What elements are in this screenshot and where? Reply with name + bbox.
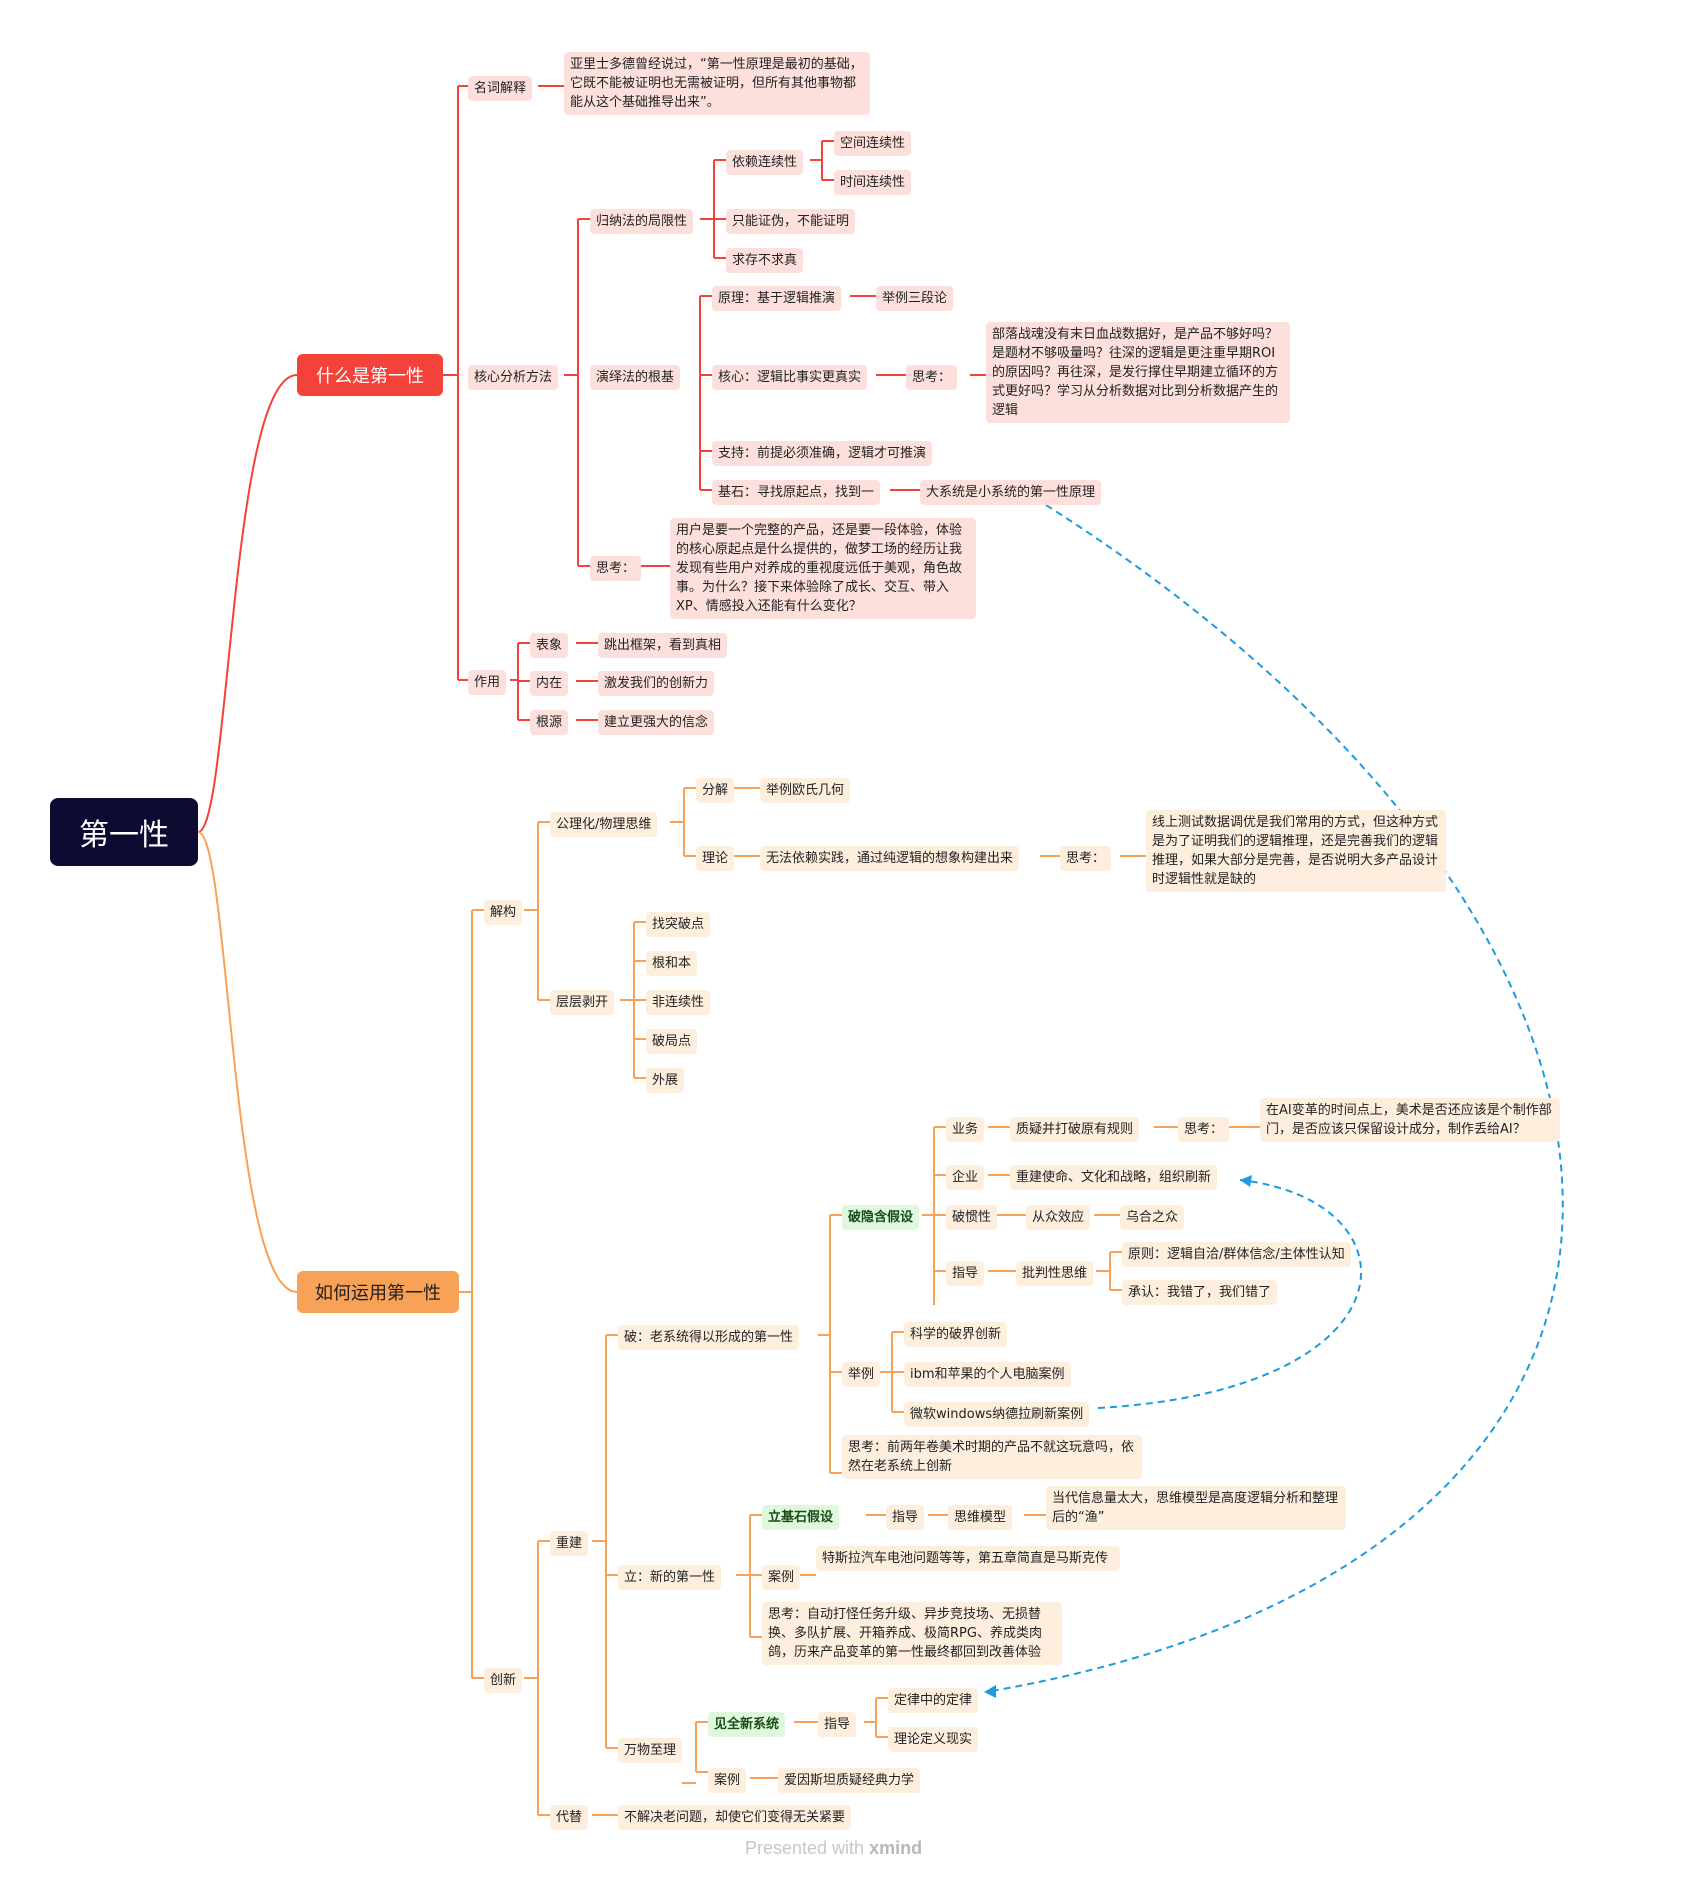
node-sikao-b[interactable]: 思考： [590, 556, 642, 581]
node-zhiyi[interactable]: 质疑并打破原有规则 [1010, 1117, 1140, 1142]
node-hexin-luoji[interactable]: 核心：逻辑比事实更真实 [712, 365, 868, 390]
node-sikao-c[interactable]: 思考： [1060, 846, 1112, 871]
node-wanwu[interactable]: 万物至理 [618, 1738, 683, 1763]
node-weiruan[interactable]: 微软windows纳德拉刷新案例 [904, 1402, 1090, 1427]
branch-how-to-use-first-principle[interactable]: 如何运用第一性 [297, 1271, 459, 1313]
node-layer-item[interactable]: 外展 [646, 1068, 685, 1093]
node-layer-item[interactable]: 找突破点 [646, 912, 711, 937]
node-pipan[interactable]: 批判性思维 [1016, 1261, 1094, 1286]
node-oushi[interactable]: 举例欧氏几何 [760, 778, 851, 803]
node-zhineng[interactable]: 只能证伪，不能证明 [726, 209, 856, 234]
node-zhichi[interactable]: 支持：前提必须准确，逻辑才可推演 [712, 441, 933, 466]
node-mingci[interactable]: 名词解释 [468, 76, 533, 101]
node-guina[interactable]: 归纳法的局限性 [590, 209, 694, 234]
node-layer-item[interactable]: 非连续性 [646, 990, 711, 1015]
node-daxitong[interactable]: 大系统是小系统的第一性原理 [920, 480, 1102, 505]
node-zhidao-b[interactable]: 指导 [886, 1505, 925, 1530]
node-sikao-f[interactable]: 思考：自动打怪任务升级、异步竞技场、无损替换、多队扩展、开箱养成、极简RPG、养… [762, 1602, 1062, 1665]
node-chengren[interactable]: 承认：我错了，我们错了 [1122, 1280, 1278, 1305]
node-anli-b[interactable]: 案例 [708, 1768, 747, 1793]
node-lijishi[interactable]: 立基石假设 [762, 1505, 840, 1530]
node-layer-item[interactable]: 根和本 [646, 951, 698, 976]
footer-presented-with: Presented with xmind [745, 1838, 922, 1859]
node-chongjian[interactable]: 重建 [550, 1531, 589, 1556]
node-fenjie[interactable]: 分解 [696, 778, 735, 803]
node-biaoxiang[interactable]: 表象 [530, 633, 569, 658]
node-tesila[interactable]: 特斯拉汽车电池问题等等，第五章简直是马斯克传 [816, 1546, 1120, 1571]
node-sikao-e[interactable]: 思考：前两年卷美术时期的产品不就这玩意吗，依然在老系统上创新 [842, 1435, 1142, 1479]
node-jiegou[interactable]: 解构 [484, 900, 523, 925]
node-congzhong[interactable]: 从众效应 [1026, 1205, 1091, 1230]
node-shijian[interactable]: 时间连续性 [834, 170, 912, 195]
node-po[interactable]: 破：老系统得以形成的第一性 [618, 1325, 800, 1350]
node-cengceng[interactable]: 层层剥开 [550, 990, 615, 1015]
node-juli[interactable]: 举例 [842, 1362, 881, 1387]
node-zuoyong[interactable]: 作用 [468, 670, 507, 695]
node-jianquan[interactable]: 见全新系统 [708, 1712, 786, 1737]
node-jianli[interactable]: 建立更强大的信念 [598, 710, 715, 735]
node-sikao-d[interactable]: 思考： [1178, 1117, 1230, 1142]
node-dinglv[interactable]: 定律中的定律 [888, 1688, 979, 1713]
node-lilun[interactable]: 理论 [696, 846, 735, 871]
node-qiye[interactable]: 企业 [946, 1165, 985, 1190]
node-yilai[interactable]: 依赖连续性 [726, 150, 804, 175]
link-root-b1 [197, 374, 298, 833]
node-zhidao-a[interactable]: 指导 [946, 1261, 985, 1286]
branch-what-is-first-principle[interactable]: 什么是第一性 [297, 354, 443, 396]
dashed-link-daxitong-to-dinglv [985, 504, 1564, 1693]
node-sikao-b-text[interactable]: 用户是要一个完整的产品，还是要一段体验，体验的核心原起点是什么提供的，做梦工场的… [670, 518, 976, 619]
node-kexue[interactable]: 科学的破界创新 [904, 1322, 1008, 1347]
xmind-logo: xmind [869, 1838, 923, 1858]
root-node[interactable]: 第一性 [50, 798, 198, 866]
node-chongjian-sm[interactable]: 重建使命、文化和战略，组织刷新 [1010, 1165, 1218, 1190]
node-tiaochu[interactable]: 跳出框架，看到真相 [598, 633, 728, 658]
node-sikao-a-text[interactable]: 部落战魂没有末日血战数据好，是产品不够好吗？是题材不够吸量吗？往深的逻辑是更注重… [986, 322, 1290, 423]
node-genyuan[interactable]: 根源 [530, 710, 569, 735]
node-anli-a[interactable]: 案例 [762, 1565, 801, 1590]
node-poyin[interactable]: 破隐含假设 [842, 1205, 920, 1230]
node-sikao-d-text[interactable]: 在AI变革的时间点上，美术是否还应该是个制作部门，是否应该只保留设计成分，制作丢… [1260, 1098, 1560, 1142]
node-chuangxin[interactable]: 创新 [484, 1668, 523, 1693]
node-yuanze[interactable]: 原则：逻辑自洽/群体信念/主体性认知 [1122, 1242, 1351, 1267]
node-ibm[interactable]: ibm和苹果的个人电脑案例 [904, 1362, 1071, 1387]
node-siwei[interactable]: 思维模型 [948, 1505, 1013, 1530]
node-sikao-c-text[interactable]: 线上测试数据调优是我们常用的方式，但这种方式是为了证明我们的逻辑推理，还是完善我… [1146, 810, 1446, 892]
node-siwei-text[interactable]: 当代信息量太大，思维模型是高度逻辑分析和整理后的“渔” [1046, 1486, 1346, 1530]
node-poguan[interactable]: 破惯性 [946, 1205, 998, 1230]
node-zhidao-c[interactable]: 指导 [818, 1712, 857, 1737]
node-yewu[interactable]: 业务 [946, 1117, 985, 1142]
node-bujiejue[interactable]: 不解决老问题，却使它们变得无关紧要 [618, 1805, 852, 1830]
node-yuanli[interactable]: 原理：基于逻辑推演 [712, 286, 842, 311]
node-layer-item[interactable]: 破局点 [646, 1029, 698, 1054]
node-lilundingyi[interactable]: 理论定义现实 [888, 1727, 979, 1752]
node-hexin[interactable]: 核心分析方法 [468, 365, 559, 390]
footer-prefix: Presented with [745, 1838, 865, 1858]
link-root-b2 [197, 831, 298, 1293]
node-wuhe[interactable]: 乌合之众 [1120, 1205, 1185, 1230]
node-yanyi[interactable]: 演绎法的根基 [590, 365, 681, 390]
node-jishi[interactable]: 基石：寻找原起点，找到一 [712, 480, 881, 505]
node-aiyinsitan[interactable]: 爱因斯坦质疑经典力学 [778, 1768, 921, 1793]
node-qiucun[interactable]: 求存不求真 [726, 248, 804, 273]
node-wufa[interactable]: 无法依赖实践，通过纯逻辑的想象构建出来 [760, 846, 1020, 871]
node-neizai[interactable]: 内在 [530, 671, 569, 696]
node-li[interactable]: 立：新的第一性 [618, 1565, 722, 1590]
node-mingci-def[interactable]: 亚里士多德曾经说过，“第一性原理是最初的基础，它既不能被证明也无需被证明，但所有… [564, 52, 870, 115]
node-sikao-a[interactable]: 思考： [906, 365, 958, 390]
node-juli-sanduanlun[interactable]: 举例三段论 [876, 286, 954, 311]
node-tidai[interactable]: 代替 [550, 1805, 589, 1830]
node-kongjian[interactable]: 空间连续性 [834, 131, 912, 156]
node-gongli[interactable]: 公理化/物理思维 [550, 812, 658, 837]
node-jifa[interactable]: 激发我们的创新力 [598, 671, 715, 696]
